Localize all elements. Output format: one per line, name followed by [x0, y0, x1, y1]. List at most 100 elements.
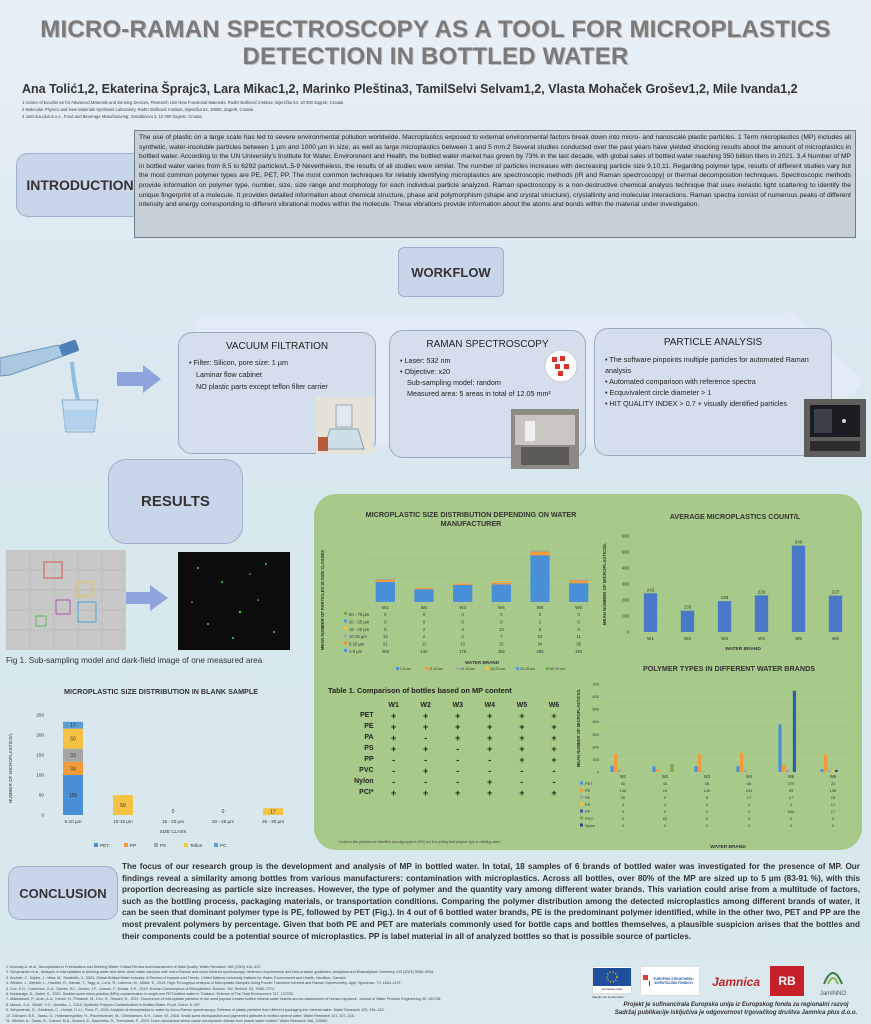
chart1-table-cell: 182 — [498, 649, 506, 654]
blank-chart-category-label: 20 - 25 µm — [212, 819, 234, 824]
chart3-table-cell: 46 — [705, 781, 710, 786]
blank-chart-bar-segment — [63, 748, 83, 762]
chart1-table-cell: 0 — [423, 619, 426, 624]
chart3-xlabel: WATER BRAND — [710, 844, 746, 850]
average-count-chart-title: AVERAGE MICROPLASTICS COUNT/L — [669, 512, 801, 521]
chart3-table-row-label: PVC — [585, 816, 593, 821]
vacuum-filtration-title: VACUUM FILTRATION — [225, 341, 329, 352]
chart2-category-label: W6 — [832, 636, 839, 641]
table1-cell: + — [487, 787, 493, 798]
chart3-table-cell: 22 — [831, 781, 836, 786]
chart3-table-legend-key — [580, 781, 583, 785]
blank-chart-value-label: 100 — [69, 793, 78, 799]
chart1-bar-segment — [414, 588, 434, 590]
chart1-bar-segment — [453, 583, 473, 585]
table1-row-label: PET — [359, 712, 374, 719]
chart2-category-label: W5 — [795, 636, 802, 641]
table1-cell: - — [520, 776, 524, 787]
reference-item: 8. Mason, S.A., Welch, V.G., Neratko, J.… — [6, 1002, 201, 1007]
table1-column-header: W4 — [484, 701, 496, 709]
table1-row: PE++++++ — [330, 721, 570, 732]
sub-sampling-model-image — [6, 550, 126, 650]
chart3-table-cell: 0 — [706, 823, 709, 828]
chart3-table-row-label: PP — [585, 809, 591, 814]
chart2-tick-label: 200 — [622, 598, 630, 603]
table1-row: PVC-+---- — [330, 765, 570, 776]
authors: Ana Tolić1,2, Ekaterina Šprajc3, Lara Mi… — [22, 82, 798, 96]
blank-chart-bar-segment — [63, 761, 83, 775]
table1-column-header: W1 — [388, 701, 399, 709]
chart3-table-cell: 0 — [664, 795, 667, 800]
chart2-value-label: 227 — [832, 590, 840, 595]
chart3-tick-label: 500 — [592, 707, 599, 712]
chart1-table-row-label: 15 - 20 µm — [349, 627, 370, 632]
poster-title: MICRO-RAMAN SPECTROSCOPY AS A TOOL FOR M… — [0, 16, 871, 70]
chart3-table-cell: 17 — [831, 809, 836, 814]
chart3-table-row-label: PS — [585, 802, 591, 807]
references-list: 1. Andrady A. et al., Microplastics in F… — [6, 965, 588, 1024]
table1-cell: + — [487, 743, 493, 754]
particle-item-3: • Ecquvivalent circle diameter > 1 — [605, 388, 712, 397]
chart2-value-label: 133 — [684, 605, 692, 610]
chart3-table-cell: 0 — [706, 816, 709, 821]
table1-column-header: W5 — [516, 701, 528, 709]
raman-item-2: • Objective: x20 — [400, 367, 451, 376]
chart3-table-cell: 0 — [748, 816, 751, 821]
chart1-table-legend-key — [344, 619, 347, 623]
chart3-table-cell: 45 — [663, 781, 668, 786]
blank-chart-category-label: 5-10 µm — [65, 819, 82, 824]
chart2-tick-label: 500 — [622, 550, 630, 555]
chart1-table-cell: 15 — [499, 642, 504, 647]
table1-cell: + — [423, 721, 429, 732]
table1-cell: - — [552, 765, 556, 776]
table1-row: PET++++++ — [330, 710, 570, 721]
chart1-legend-key — [486, 667, 489, 670]
chart3-table-legend-key — [580, 788, 583, 792]
blank-chart-legend-label: PC — [220, 843, 227, 848]
chart1-table-cell: 0 — [461, 612, 464, 617]
arrow-to-filtration — [117, 365, 161, 393]
table1-cell: + — [519, 710, 525, 721]
chart3-table-cell: 0 — [622, 816, 625, 821]
chart1-bar-segment — [414, 589, 434, 602]
blank-chart-category-label: 10-15 µm — [113, 819, 133, 824]
table1-row-label: Nylon — [354, 778, 374, 785]
table1-cell: + — [455, 721, 461, 732]
blank-chart-value-label: 0 — [172, 809, 175, 815]
blank-chart-value-label: 50 — [120, 803, 126, 809]
table1-row-label: PE — [364, 723, 374, 730]
reference-item: 7. Makhdoumi, P., Amin, A.A., Karimi, H.… — [6, 997, 442, 1002]
chart3-bar — [740, 752, 744, 772]
chart1-table-cell: 2 — [539, 612, 542, 617]
chart1-table-legend-key — [344, 612, 347, 615]
esif-icon — [643, 975, 651, 986]
chart1-table-cell: 194 — [575, 649, 583, 654]
chart3-table-cell: 146 — [620, 788, 627, 793]
chart2-category-label: W2 — [684, 636, 691, 641]
table1-cell: + — [423, 765, 429, 776]
chart1-legend-key — [546, 667, 549, 670]
sampling-areas-icon — [544, 349, 578, 383]
blank-chart-legend-key — [124, 843, 128, 847]
chart3-category-label: W4 — [746, 774, 753, 779]
table1-cell: + — [519, 721, 525, 732]
blank-chart-legend-label: PS — [160, 843, 166, 848]
title-line-1: MICRO-RAMAN SPECTROSCOPY AS A TOOL FOR M… — [40, 16, 831, 43]
table1-cell: + — [390, 787, 397, 798]
chart3-table-cell: 0 — [832, 816, 835, 821]
chart1-category-label: W4 — [498, 605, 505, 610]
blank-chart-bar-segment — [63, 721, 83, 729]
eu-fund-label: Zajedno do fondova EU — [592, 995, 624, 999]
chart3-table-cell: 63 — [663, 816, 668, 821]
chart1-table-cell: 2 — [539, 619, 542, 624]
chart1-legend-label: 60-70 µm — [550, 667, 565, 670]
chart1-table-cell: 483 — [537, 649, 545, 654]
table1-row: PCI*++++++ — [330, 787, 570, 798]
size-distribution-chart: MEAN NUMBER OF PARTICLES IN SIZE CLASSES… — [320, 543, 598, 670]
chart3-table-cell: 646 — [788, 809, 795, 814]
affiliation-2: 2 Molecular Physics and New Materials Sy… — [22, 107, 254, 112]
chart1-bar-segment — [453, 584, 473, 602]
chart3-bar — [614, 753, 618, 772]
chart1-bar-segment — [491, 584, 511, 602]
chart3-table-legend-key — [580, 795, 583, 799]
